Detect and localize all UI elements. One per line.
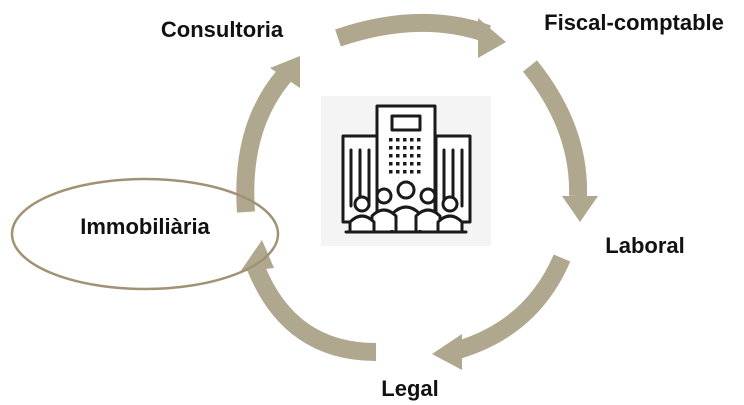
office-building-with-people-icon	[321, 96, 491, 246]
tower-window-dot	[403, 162, 407, 166]
arrow-left-to-consultoria	[236, 56, 300, 213]
arrow-legal-to-left	[240, 240, 377, 361]
tower-window-dot	[417, 162, 421, 166]
tower-window-dot	[403, 154, 407, 158]
tower-window-dot	[410, 154, 414, 158]
arrow-consultoria-to-fiscal	[335, 13, 506, 58]
label-fiscal-comptable: Fiscal-comptable	[544, 10, 724, 35]
tower-window-dot	[417, 138, 421, 142]
arrow-laboral-to-legal	[432, 254, 571, 370]
tower-window-dot	[396, 162, 400, 166]
tower-window-dot	[396, 170, 400, 174]
tower-window-dot	[403, 146, 407, 150]
tower-window-dot	[389, 170, 393, 174]
label-consultoria: Consultoria	[161, 17, 284, 42]
tower-window-dot	[410, 162, 414, 166]
tower-window-dot	[417, 154, 421, 158]
tower-window-dot	[396, 138, 400, 142]
tower-window-dot	[403, 138, 407, 142]
immobiliaria-ellipse	[10, 177, 280, 291]
tower-window-dot	[389, 154, 393, 158]
tower-window-dot	[417, 146, 421, 150]
tower-window-dot	[389, 146, 393, 150]
tower-window-dot	[389, 162, 393, 166]
label-legal: Legal	[381, 376, 438, 401]
tower-window-dot	[410, 146, 414, 150]
tower-window-dot	[389, 138, 393, 142]
label-laboral: Laboral	[605, 233, 684, 258]
tower-window-dot	[417, 170, 421, 174]
tower-window-dot	[410, 138, 414, 142]
tower-window-dot	[410, 170, 414, 174]
label-immobiliaria: Immobiliària	[80, 214, 210, 239]
tower-window-dot	[396, 154, 400, 158]
tower-window-dot	[403, 170, 407, 174]
arrow-fiscal-to-laboral	[522, 60, 598, 222]
tower-window-dot	[396, 146, 400, 150]
cycle-arrows	[236, 13, 598, 370]
